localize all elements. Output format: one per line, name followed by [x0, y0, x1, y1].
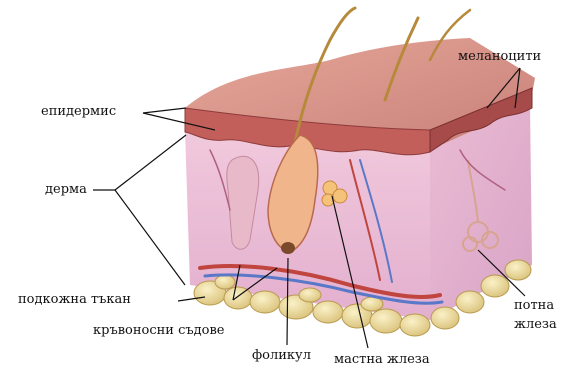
label-epidermis: епидермис [41, 104, 116, 120]
hair-bulb [281, 242, 295, 254]
label-hypodermis: подкожна тъкан [18, 292, 131, 308]
label-dermis: дерма [45, 182, 87, 198]
label-blood-vessels: кръвоносни съдове [93, 323, 225, 339]
label-sweat-gland-line2: жлеза [514, 317, 557, 333]
label-sebaceous-gland: мастна жлеза [334, 352, 430, 368]
label-follicle: фоликул [252, 348, 311, 364]
label-melanocytes: меланоцити [458, 49, 541, 65]
label-sweat-gland-line1: потна [514, 298, 554, 314]
